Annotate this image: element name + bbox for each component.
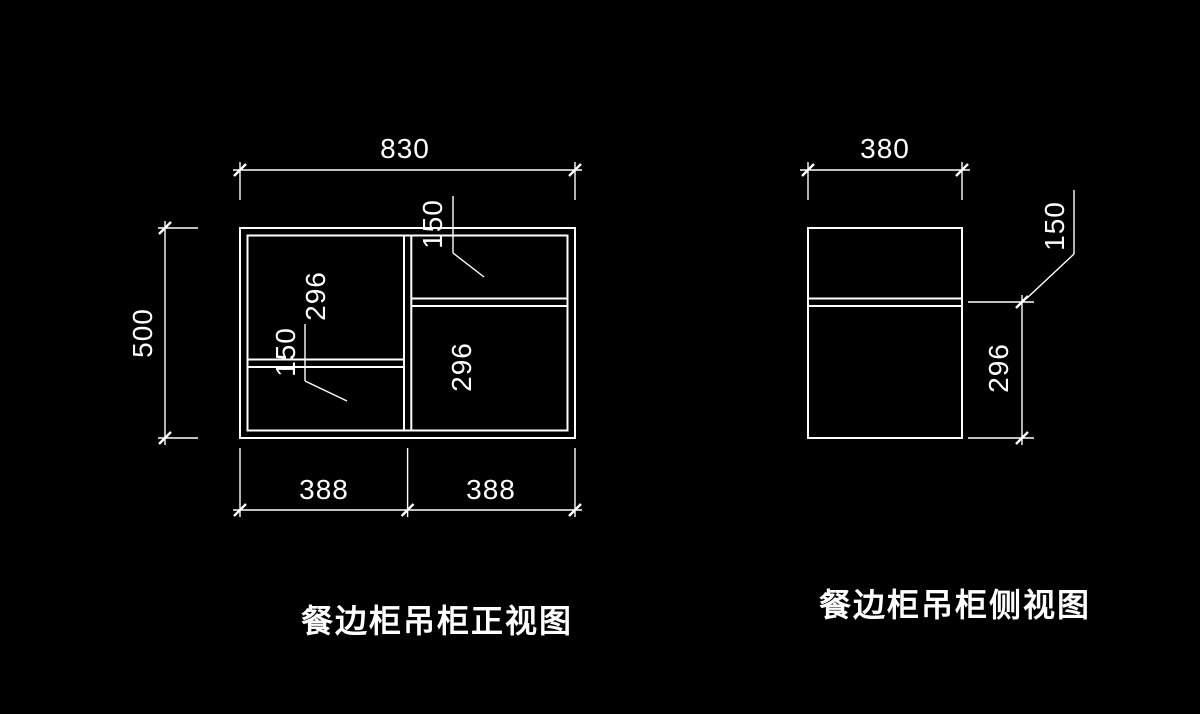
- dim-500-tick-top: [158, 221, 172, 235]
- dim-150-left-text: 150: [270, 327, 301, 377]
- leader-150-topright-diagonal: [452, 252, 485, 278]
- dim-830-tick-left: [233, 163, 247, 177]
- dim-388-right-text: 388: [466, 474, 516, 505]
- leader-150-left-diagonal: [304, 380, 348, 402]
- side-cabinet-outline: [807, 227, 963, 439]
- dim-150-side-text: 150: [1039, 201, 1070, 251]
- dim-830-tick-right: [568, 163, 582, 177]
- front-cabinet-outline: [239, 227, 576, 439]
- front-inner-rect: [246, 234, 569, 432]
- side-dimension-texts: 380 150 296: [860, 133, 1070, 393]
- dim-296-side-tick-bottom: [1015, 431, 1029, 445]
- dim-296-side-text: 296: [983, 343, 1014, 393]
- dim-500-tick-bottom: [158, 431, 172, 445]
- dim-388-left-text: 388: [299, 474, 349, 505]
- front-view: 830 500 388 388 150 296 150 296 餐边柜吊柜正视图: [127, 133, 582, 639]
- dim-296-lefttop-text: 296: [300, 271, 331, 321]
- dim-388-tick-mid: [400, 503, 415, 517]
- dim-380-tick-left: [801, 163, 815, 177]
- front-dimension-lines: [158, 162, 582, 517]
- dim-296-side-tick-top: [1015, 295, 1029, 309]
- dim-380-text: 380: [860, 133, 910, 164]
- dim-830-text: 830: [380, 133, 430, 164]
- side-dimension-lines: [800, 162, 1075, 445]
- dim-380-tick-right: [955, 163, 969, 177]
- dim-388-tick-left: [233, 503, 247, 517]
- front-outer-rect: [239, 227, 576, 439]
- leader-150-side-diagonal: [1025, 253, 1075, 300]
- dim-296-rightbottom-text: 296: [446, 342, 477, 392]
- dim-150-topright-text: 150: [417, 199, 448, 249]
- dim-388-tick-right: [568, 503, 582, 517]
- side-view-caption: 餐边柜吊柜侧视图: [819, 587, 1091, 623]
- side-outer-rect: [807, 227, 963, 439]
- front-dimension-texts: 830 500 388 388 150 296 150 296: [127, 133, 516, 505]
- front-view-caption: 餐边柜吊柜正视图: [301, 603, 573, 639]
- dim-500-text: 500: [127, 308, 158, 358]
- side-view: 380 150 296 餐边柜吊柜侧视图: [800, 133, 1091, 623]
